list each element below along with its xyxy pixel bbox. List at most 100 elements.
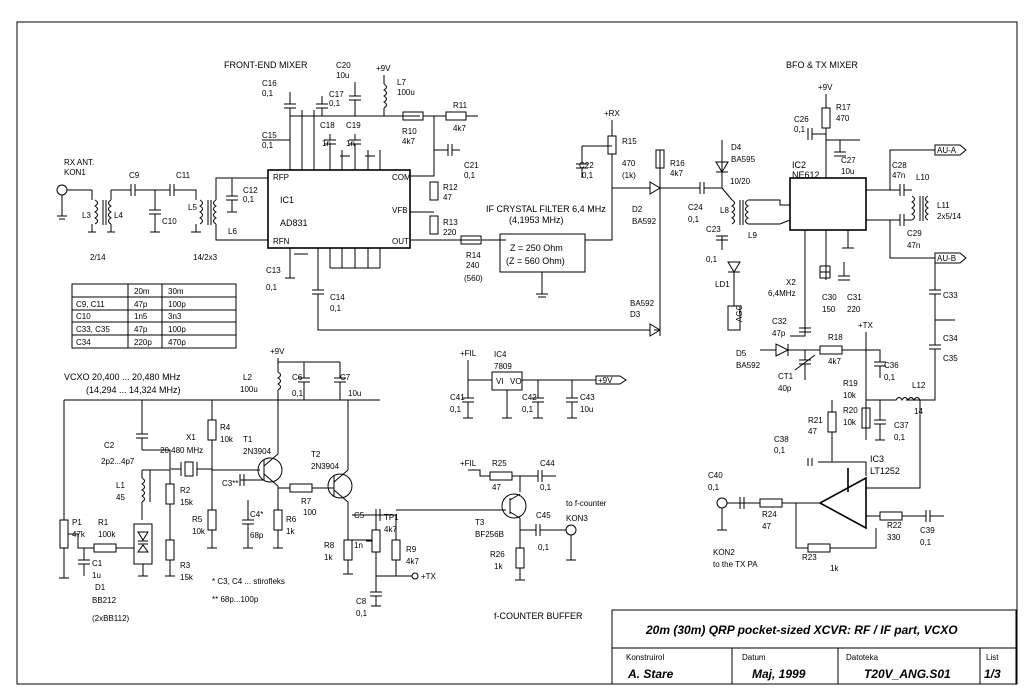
L2-label: L2 (243, 373, 252, 382)
LD1-label: LD1 (715, 280, 730, 289)
regulator-group: +FIL C41 0,1 IC4 7809 VI VO C42 0,1 C43 … (450, 349, 627, 419)
C39-label: C39 (920, 526, 935, 535)
filter-z1: Z = 250 Ohm (510, 243, 563, 253)
C8-value: 0,1 (356, 609, 368, 618)
C20-value: 10u (336, 71, 349, 80)
R9-label: R9 (406, 545, 417, 554)
C24-label: C24 (688, 203, 703, 212)
R26-label: R26 (490, 550, 505, 559)
R5-label: R5 (192, 515, 203, 524)
R14-label: R14 (466, 251, 481, 260)
L3-label: L3 (82, 211, 91, 220)
sheet-label: List (986, 653, 999, 662)
ic1-rfn: RFN (273, 237, 290, 246)
if-filter-group: IF CRYSTAL FILTER 6,4 MHz (4,1953 MHz) Z… (486, 188, 613, 298)
table-cell: 100p (168, 300, 186, 309)
kon1-connector[interactable] (56, 184, 68, 196)
L2-value: 100u (240, 385, 258, 394)
table-cell: C9, C11 (76, 300, 105, 309)
C45-label: C45 (536, 511, 551, 520)
X1-label: X1 (186, 433, 196, 442)
C37-value: 0,1 (894, 433, 906, 442)
ic3-name: IC3 (870, 454, 884, 464)
R2-value: 15k (180, 498, 194, 507)
T2-label: T2 (311, 450, 321, 459)
C32-value: 47p (772, 329, 786, 338)
C18-label: C18 (320, 121, 335, 130)
R1-label: R1 (98, 518, 109, 527)
kon2-connector[interactable] (716, 497, 728, 509)
C6-label: C6 (292, 373, 303, 382)
rail-9v-out: +9V (598, 376, 613, 385)
rail-9v-c: +9V (270, 347, 285, 356)
ic2-body (789, 177, 867, 231)
TP1-label: TP1 (384, 513, 399, 522)
C27-label: C27 (841, 156, 856, 165)
R20-value: 10k (843, 418, 857, 427)
R6-label: R6 (286, 515, 297, 524)
L7-value: 100u (397, 88, 415, 97)
rx-ant-label: RX ANT. (64, 158, 94, 167)
R10-label: R10 (402, 127, 417, 136)
R15-label: R15 (622, 137, 637, 146)
fcounter-title: f-COUNTER BUFFER (494, 611, 583, 621)
agc-tag (727, 305, 741, 331)
kon3-label: KON3 (566, 514, 588, 523)
C27-value: 10u (841, 167, 854, 176)
R18-value: 4k7 (828, 357, 841, 366)
kon3-note: to f-counter (566, 499, 607, 508)
table-cell: 220p (134, 338, 152, 347)
C21-label: C21 (464, 161, 479, 170)
table-cell: 3n3 (168, 312, 182, 321)
R1-value: 100k (98, 530, 116, 539)
C38-value: 0,1 (774, 446, 786, 455)
rail-fil-2: +FIL (460, 459, 477, 468)
C38-label: C38 (774, 435, 789, 444)
ic2-name: IC2 (792, 160, 806, 170)
R23-label: R23 (802, 553, 817, 562)
C41-label: C41 (450, 393, 465, 402)
L1-label: L1 (116, 481, 125, 490)
C16-value: 0,1 (262, 89, 274, 98)
D1-value2: (2xBB112) (92, 614, 130, 623)
C2-value: 2p2...4p7 (101, 457, 135, 466)
R14-value2: (560) (464, 274, 483, 283)
C41-value: 0,1 (450, 405, 462, 414)
C33-label: C33 (943, 291, 958, 300)
C29-value: 47n (907, 241, 920, 250)
l3l4-note: 2/14 (90, 253, 106, 262)
R14-value: 240 (466, 261, 480, 270)
ic1-part: AD831 (280, 218, 308, 228)
filter-label: IF CRYSTAL FILTER 6,4 MHz (486, 204, 606, 214)
table-header-30m: 30m (168, 287, 184, 296)
ic4-part: 7809 (494, 362, 512, 371)
R21-label: R21 (808, 416, 823, 425)
R5-value: 10k (192, 527, 206, 536)
table-cell: 470p (168, 338, 186, 347)
C4-label: C4* (250, 510, 263, 519)
L9-label: L9 (748, 231, 757, 240)
C29-label: C29 (907, 229, 922, 238)
rail-tx-2: +TX (421, 572, 437, 581)
C13-value: 0,1 (266, 283, 278, 292)
au-b-label: AU-B (937, 254, 956, 263)
drawing-frame (16, 21, 1018, 685)
R13-label: R13 (443, 218, 458, 227)
C39-value: 0,1 (920, 538, 932, 547)
C34-label: C34 (943, 334, 958, 343)
vcxo-line1: VCXO 20,400 ... 20,480 MHz (64, 372, 181, 382)
C15-value: 0,1 (262, 141, 274, 150)
R16-label: R16 (670, 159, 685, 168)
C2-label: C2 (104, 441, 115, 450)
ic4-name: IC4 (494, 350, 507, 359)
C22-label: C22 (579, 161, 594, 170)
R9-value: 4k7 (406, 557, 419, 566)
C7-value: 10u (348, 389, 361, 398)
table-cell: 1n5 (134, 312, 148, 321)
title: 20m (30m) QRP pocket-sized XCVR: RF / IF… (645, 623, 958, 637)
T3-symbol (501, 493, 527, 519)
kon3-connector[interactable] (565, 524, 577, 536)
rail-9v-b: +9V (818, 83, 833, 92)
T1-label: T1 (243, 435, 253, 444)
C35-label: C35 (943, 354, 958, 363)
